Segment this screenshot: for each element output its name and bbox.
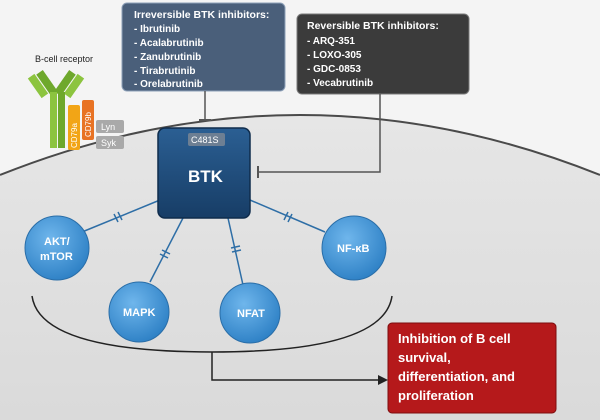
reversible-inhibitors-box: Reversible BTK inhibitors: - ARQ-351 - L… — [296, 13, 470, 95]
reversible-item: - GDC-0853 — [307, 64, 361, 75]
irreversible-title: Irreversible BTK inhibitors: — [134, 9, 269, 21]
irreversible-item: - Acalabrutinib — [134, 38, 204, 49]
c481s-badge — [188, 133, 225, 146]
reversible-inhibition-line — [258, 94, 381, 173]
mtor-label: mTOR — [40, 251, 73, 263]
lyn-label: Lyn — [101, 122, 115, 132]
outcome-line-3: differentiation, and — [398, 369, 515, 384]
nfat-node: NFAT — [219, 282, 281, 344]
irreversible-item: - Zanubrutinib — [134, 52, 201, 63]
outcome-arrow-line — [211, 352, 380, 381]
syk-box — [96, 136, 124, 149]
akt-mtor-node: AKT/ mTOR — [24, 215, 90, 281]
reversible-title: Reversible BTK inhibitors: — [307, 20, 439, 32]
reversible-item: - LOXO-305 — [307, 50, 362, 61]
reversible-item: - Vecabrutinib — [307, 78, 373, 89]
outcome-line-4: proliferation — [398, 388, 474, 403]
nfkb-label: NF-κB — [337, 243, 369, 255]
btk-label: BTK — [188, 167, 224, 186]
lyn-box — [96, 120, 124, 133]
cd79b-label: CD79b — [84, 112, 93, 137]
akt-label: AKT/ — [44, 236, 70, 248]
irreversible-item: - Orelabrutinib — [134, 79, 203, 90]
syk-label: Syk — [101, 138, 117, 148]
btk-node: C481S BTK — [157, 127, 251, 219]
cell-membrane — [0, 114, 600, 176]
irreversible-inhibitors-box: Irreversible BTK inhibitors: - Ibrutinib… — [121, 2, 286, 92]
irreversible-item: - Tirabrutinib — [134, 66, 195, 77]
reversible-item: - ARQ-351 — [307, 36, 355, 47]
mapk-node: MAPK — [108, 281, 170, 343]
cd79a-label: CD79a — [70, 123, 79, 148]
signal-lines — [81, 199, 326, 286]
outcome-line-1: Inhibition of B cell — [398, 331, 511, 346]
nfkb-node: NF-κB — [321, 215, 387, 281]
mapk-label: MAPK — [123, 307, 155, 319]
irreversible-item: - Ibrutinib — [134, 24, 180, 35]
outcome-arrowhead — [378, 375, 388, 385]
receptor-title: B-cell receptor — [35, 54, 93, 64]
outcome-box: Inhibition of B cell survival, different… — [387, 322, 557, 414]
outcome-line-2: survival, — [398, 350, 451, 365]
c481s-label: C481S — [191, 135, 219, 145]
b-cell-receptor: B-cell receptor CD79a CD79b Lyn Syk — [27, 54, 124, 150]
nfat-label: NFAT — [237, 308, 265, 320]
